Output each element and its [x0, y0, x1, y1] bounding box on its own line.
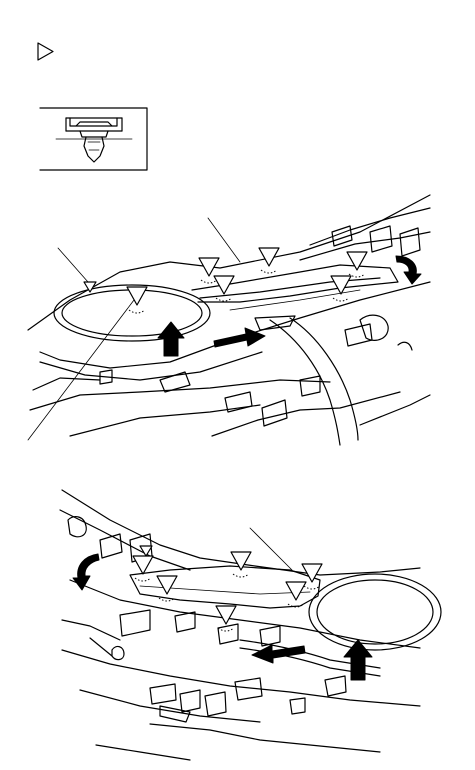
lower-view [59, 489, 442, 761]
clip-triangle-icon [330, 275, 352, 302]
clip-triangle-icon [215, 605, 237, 632]
lower-outline [59, 489, 421, 761]
lower-brackets [67, 516, 347, 723]
upper-arrows [157, 255, 422, 357]
upper-clips [83, 247, 368, 314]
lower-clips [132, 545, 323, 632]
clip-detail-box [39, 107, 148, 171]
clip-triangle-icon [258, 247, 280, 274]
left-arrow-icon [251, 644, 306, 664]
clip-triangle-icon [139, 545, 153, 557]
legend-clip-triangle-icon [37, 42, 54, 61]
clip-triangle-icon [198, 257, 220, 284]
clip-triangle-icon [230, 551, 252, 578]
right-arrow-icon [213, 327, 266, 348]
clip-triangle-icon [156, 575, 178, 602]
upper-outline [27, 194, 431, 437]
clip-triangle-icon [83, 281, 97, 293]
clip-triangle-icon [301, 563, 323, 590]
clip-triangle-icon [126, 286, 148, 314]
upper-view [27, 194, 431, 446]
upper-brackets [99, 225, 421, 427]
up-arrow-icon [343, 639, 373, 681]
up-arrow-icon [157, 321, 185, 357]
curved-arrow-icon [395, 255, 422, 285]
legend [37, 42, 148, 171]
clip-triangle-icon [285, 581, 307, 608]
clip-triangle-icon [213, 275, 235, 302]
clip-triangle-icon [132, 555, 154, 582]
clip-triangle-icon [346, 251, 368, 278]
curved-arrow-icon [72, 553, 100, 591]
upper-harness [254, 315, 359, 446]
lower-leader-lines [249, 527, 293, 571]
upper-leader-lines [27, 217, 241, 441]
clip-icon [55, 117, 133, 163]
lower-arrows [72, 553, 373, 681]
lower-speaker [308, 573, 442, 651]
